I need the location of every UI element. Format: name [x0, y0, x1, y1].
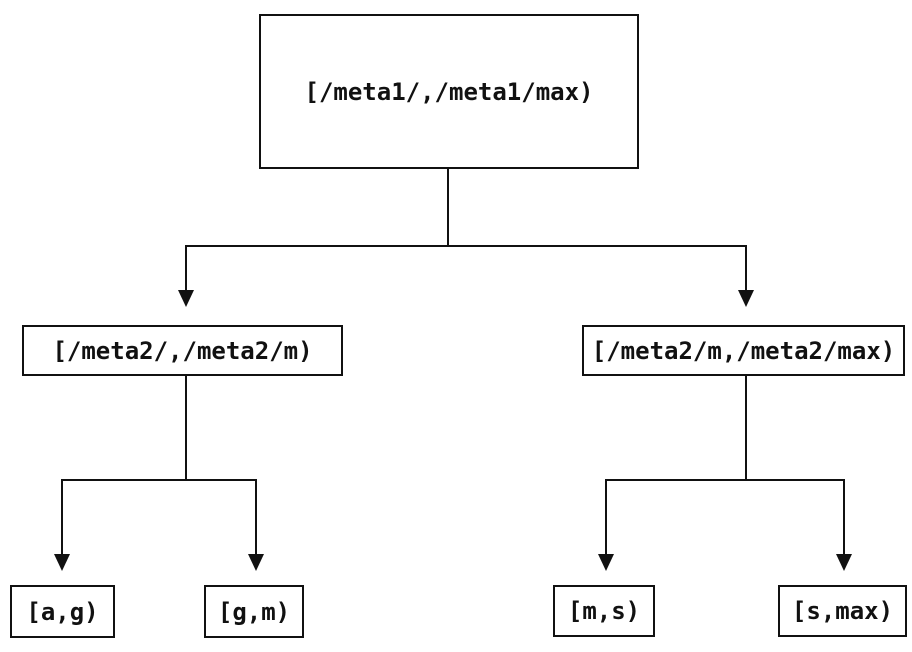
arrowhead-icon — [738, 290, 754, 307]
edge-left-to-leaves — [61, 375, 257, 555]
node-leaf-m-s: [m,s) — [553, 585, 655, 637]
edge-root-to-children — [185, 169, 747, 291]
node-leaf-g-m: [g,m) — [204, 585, 304, 638]
arrowhead-icon — [248, 554, 264, 571]
arrowhead-icon — [598, 554, 614, 571]
node-leaf-s-max: [s,max) — [778, 585, 907, 637]
edge-right-to-leaves — [605, 375, 845, 555]
node-meta2-lower-range: [/meta2/,/meta2/m) — [22, 325, 343, 376]
node-meta2-upper-range: [/meta2/m,/meta2/max) — [582, 325, 905, 376]
arrowhead-icon — [54, 554, 70, 571]
node-root-meta1-range: [/meta1/,/meta1/max) — [259, 14, 639, 169]
arrowhead-icon — [836, 554, 852, 571]
arrowhead-icon — [178, 290, 194, 307]
node-leaf-a-g: [a,g) — [10, 585, 115, 638]
